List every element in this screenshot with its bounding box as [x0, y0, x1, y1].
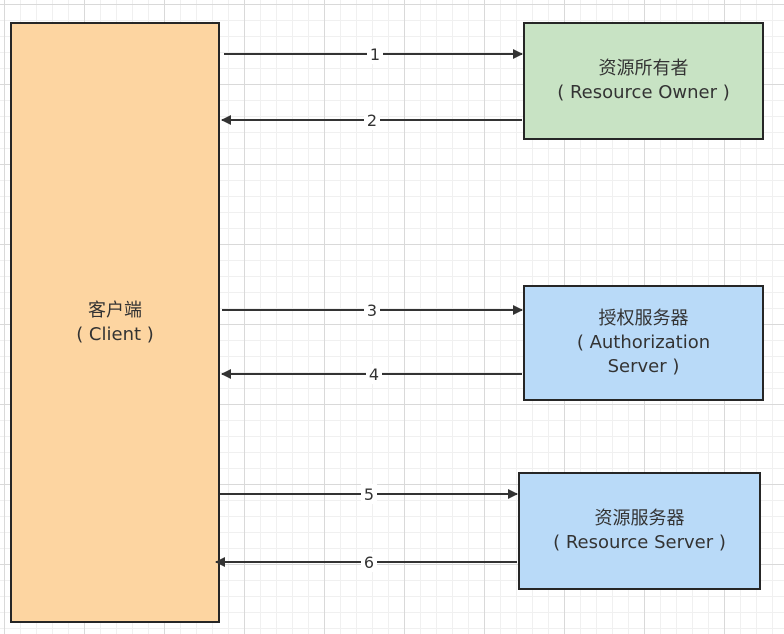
authorization-server-node: 授权服务器 ( Authorization Server ): [523, 285, 764, 401]
client-node: 客户端 ( Client ): [10, 22, 220, 623]
arrow-label-6: 6: [364, 553, 374, 572]
arrow-label-1: 1: [370, 45, 380, 64]
arrow-label-4: 4: [369, 365, 379, 384]
arrow-label-bg-1: [367, 44, 383, 64]
authorization-server-subtitle-1: ( Authorization: [576, 332, 711, 353]
arrow-label-bg-2: [364, 110, 380, 130]
arrow-label-3: 3: [367, 301, 377, 320]
resource-server-subtitle: ( Resource Server ): [553, 532, 726, 553]
client-subtitle: ( Client ): [76, 323, 154, 345]
arrow-label-bg-3: [364, 300, 380, 320]
resource-server-title: 资源服务器: [594, 508, 685, 529]
authorization-server-subtitle-2: Server ): [607, 356, 680, 377]
arrow-label-bg-5: [361, 484, 377, 504]
resource-owner-title: 资源所有者: [598, 58, 689, 79]
client-title: 客户端: [88, 299, 142, 321]
arrow-label-bg-6: [361, 552, 377, 572]
resource-owner-subtitle: ( Resource Owner ): [557, 82, 730, 103]
resource-server-node: 资源服务器 ( Resource Server ): [518, 472, 761, 590]
resource-owner-node: 资源所有者 ( Resource Owner ): [523, 22, 764, 140]
authorization-server-title: 授权服务器: [598, 308, 689, 329]
arrow-label-2: 2: [367, 111, 377, 130]
arrow-label-bg-4: [366, 364, 382, 384]
arrow-label-5: 5: [364, 485, 374, 504]
